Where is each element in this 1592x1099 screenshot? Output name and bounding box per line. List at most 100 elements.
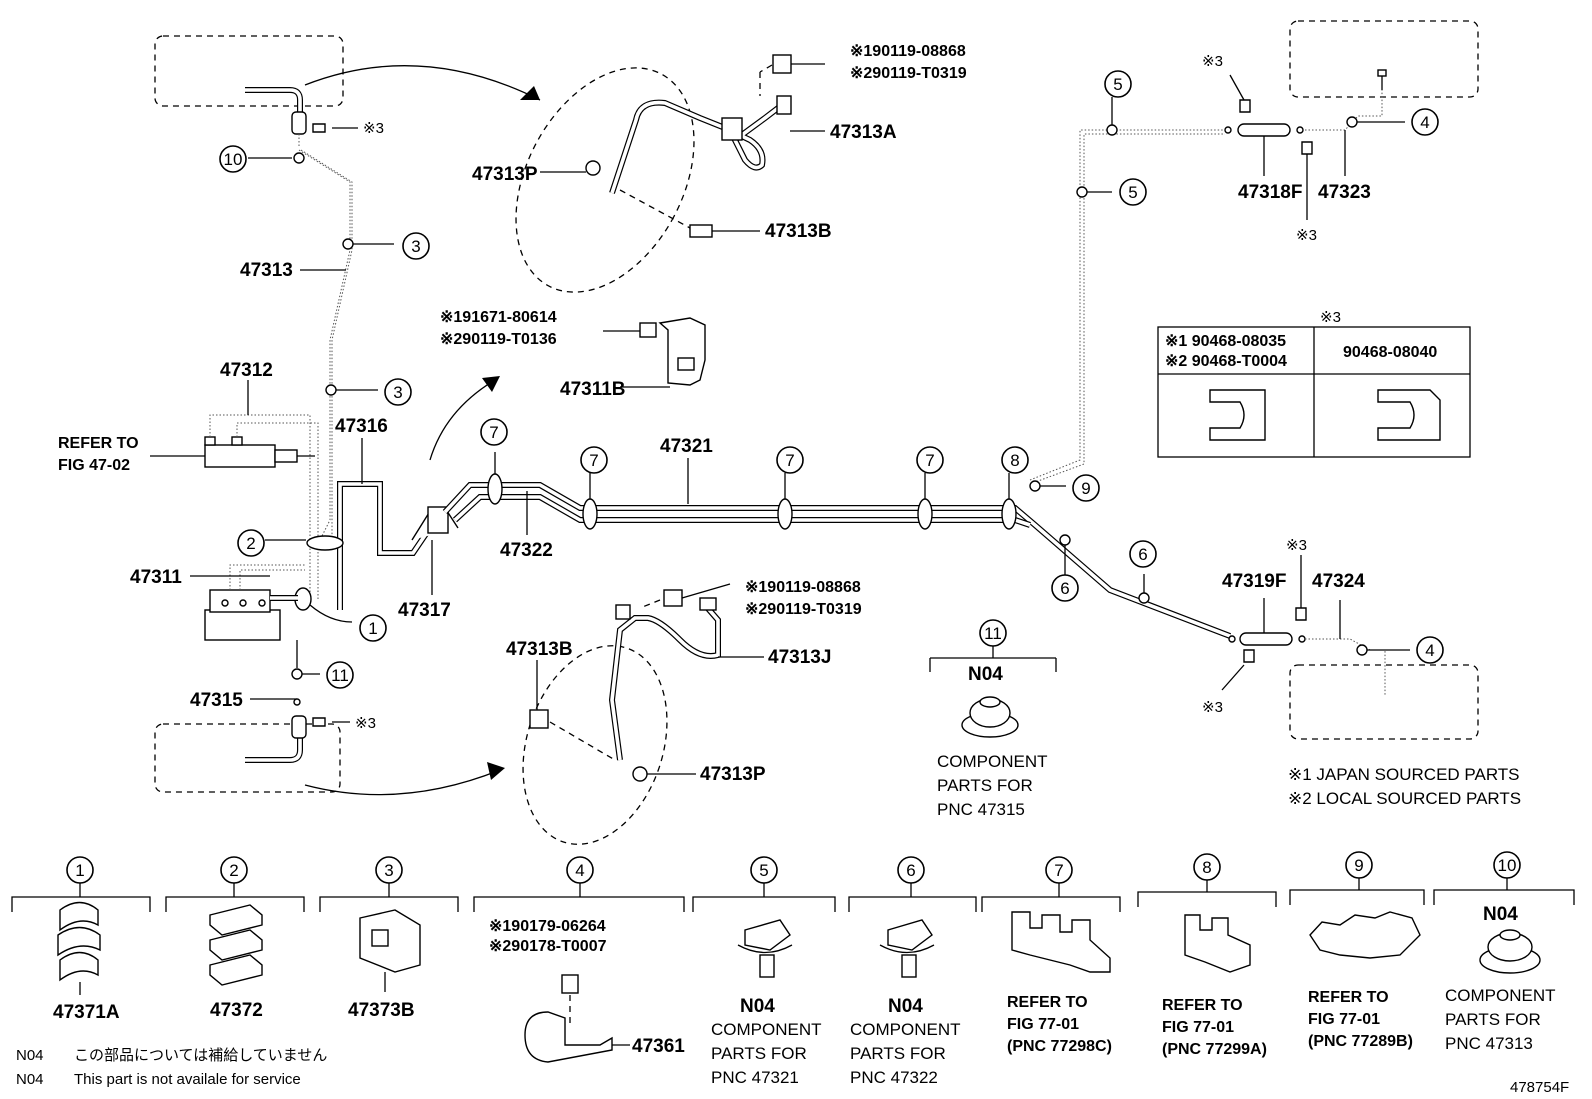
callout-number-c1: 1	[75, 861, 84, 880]
comp-47313-l3: PNC 47313	[1445, 1034, 1533, 1053]
callout-number-c5: 5	[759, 861, 768, 880]
label-47313P-bottom: 47313P	[700, 764, 766, 785]
callout-number-c7: 7	[489, 423, 498, 442]
callout-number-c9: 9	[1081, 479, 1090, 498]
callout-c3	[402, 232, 430, 260]
bottom-brackets	[11, 878, 1575, 912]
comp-47321-l3: PNC 47321	[711, 1068, 799, 1087]
note-code-en: N04	[16, 1071, 44, 1088]
callout-number-c2: 2	[246, 534, 255, 553]
comp-47313-l1: COMPONENT	[1445, 986, 1556, 1005]
clip-table-col1-r1: ※1 90468-08035	[1165, 333, 1286, 350]
bottom-ref-2: ※290119-T0319	[745, 601, 862, 618]
callout-number-c5: 5	[1113, 75, 1122, 94]
callout-number-c8: 8	[1202, 858, 1211, 877]
abs-actuator	[204, 609, 281, 641]
callout-c5	[1104, 70, 1132, 98]
c4-ref-1: ※190179-06264	[489, 918, 606, 935]
comp-47315-l1: COMPONENT	[937, 752, 1048, 771]
label-47313J: 47313J	[768, 647, 831, 668]
callout-c10	[1493, 851, 1521, 879]
top-right-dashed-box	[1289, 20, 1479, 98]
callout-c9	[1072, 474, 1100, 502]
refer77-c9-l1: REFER TO	[1308, 989, 1389, 1006]
n04-label-5: N04	[740, 996, 775, 1017]
c4-ref-2: ※290178-T0007	[489, 938, 607, 955]
callout-number-c1: 1	[368, 619, 377, 638]
n04-label-6: N04	[888, 996, 923, 1017]
callout-c4	[1411, 108, 1439, 136]
comp-47322-l1: COMPONENT	[850, 1020, 961, 1039]
callout-number-c4: 4	[575, 861, 584, 880]
top-left-dashed-box	[154, 35, 344, 107]
label-47318F: 47318F	[1238, 182, 1302, 203]
n04-label-11: N04	[968, 664, 1003, 685]
label-47316: 47316	[335, 416, 388, 437]
mid-ref-1: ※191671-80614	[440, 309, 557, 326]
star3-ref-top: ※3	[363, 120, 384, 137]
star3-ref-bottom: ※3	[355, 715, 376, 732]
refer77-c8-l3: (PNC 77299A)	[1162, 1041, 1267, 1058]
label-47313P-top: 47313P	[472, 164, 538, 185]
callout-c11	[979, 619, 1007, 647]
callout-c2	[237, 529, 265, 557]
callout-number-c3: 3	[384, 861, 393, 880]
callout-c4	[566, 856, 594, 884]
label-47317: 47317	[398, 600, 451, 621]
callout-c5	[1119, 178, 1147, 206]
top-hose-detail	[515, 67, 695, 293]
callout-c8	[1001, 446, 1029, 474]
label-47312: 47312	[220, 360, 273, 381]
callout-c1	[359, 614, 387, 642]
callout-c7	[580, 446, 608, 474]
star3-ref-47319F-top: ※3	[1286, 537, 1307, 554]
callout-c7	[776, 446, 804, 474]
callout-c5	[750, 856, 778, 884]
bottom-ref-1: ※190119-08868	[745, 579, 861, 596]
callout-c7	[916, 446, 944, 474]
clip-table-header: ※3	[1320, 309, 1341, 326]
label-47311: 47311	[130, 567, 182, 588]
callout-number-c8: 8	[1010, 451, 1019, 470]
label-47313: 47313	[240, 260, 293, 281]
callout-number-c4: 4	[1420, 113, 1429, 132]
label-47361: 47361	[632, 1036, 685, 1057]
callout-c3	[375, 856, 403, 884]
callout-c1	[66, 856, 94, 884]
callout-c6	[1051, 574, 1079, 602]
n04-label-10: N04	[1483, 904, 1518, 925]
label-47324: 47324	[1312, 571, 1365, 592]
note-code-jp: N04	[16, 1047, 44, 1064]
callout-c10	[219, 145, 247, 173]
legend-japan: ※1 JAPAN SOURCED PARTS	[1288, 765, 1520, 784]
callout-c3	[384, 378, 412, 406]
callout-number-c7: 7	[785, 451, 794, 470]
callout-c2	[220, 856, 248, 884]
callout-c7	[1045, 856, 1073, 884]
top-ref-1: ※190119-08868	[850, 43, 966, 60]
clip-table-col2: 90468-08040	[1343, 344, 1437, 361]
callout-number-c10: 10	[1498, 856, 1517, 875]
callout-number-c4: 4	[1425, 641, 1434, 660]
callout-number-c7: 7	[925, 451, 934, 470]
callout-number-c9: 9	[1354, 856, 1363, 875]
callout-c7	[480, 418, 508, 446]
callout-number-c5: 5	[1128, 183, 1137, 202]
comp-47322-l2: PARTS FOR	[850, 1044, 946, 1063]
comp-47321-l2: PARTS FOR	[711, 1044, 807, 1063]
comp-47315-l3: PNC 47315	[937, 800, 1025, 819]
refer77-c7-l2: FIG 77-01	[1007, 1016, 1079, 1033]
star3-ref-47318F-top: ※3	[1202, 53, 1223, 70]
bottom-right-dashed-box	[1289, 664, 1479, 740]
refer-to-line1: REFER TO	[58, 435, 139, 452]
callout-c11	[326, 661, 354, 689]
callout-number-c6: 6	[1138, 545, 1147, 564]
comp-47322-l3: PNC 47322	[850, 1068, 938, 1087]
callout-number-c11: 11	[984, 624, 1002, 643]
label-47315: 47315	[190, 690, 243, 711]
label-47372: 47372	[210, 1000, 263, 1021]
refer77-c9-l3: (PNC 77289B)	[1308, 1033, 1413, 1050]
callout-c8	[1193, 853, 1221, 881]
